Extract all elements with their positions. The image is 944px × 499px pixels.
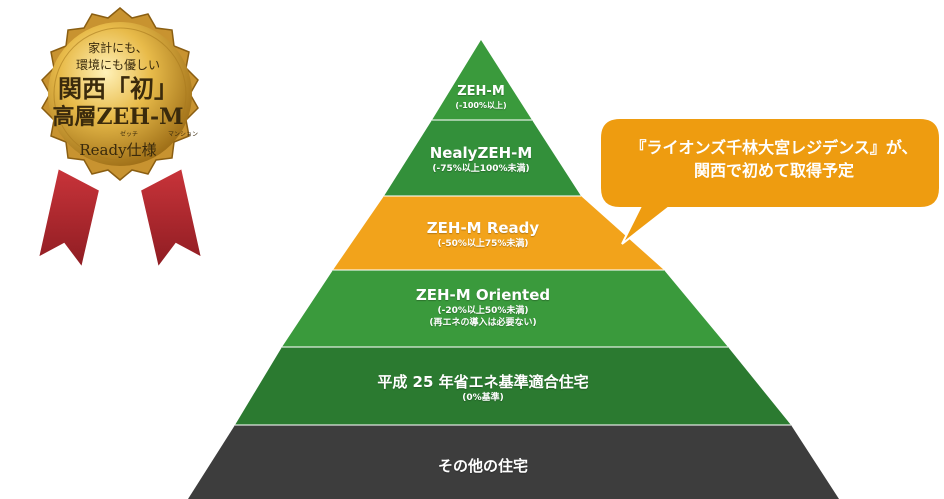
pyramid-level-h25-standard (235, 347, 791, 425)
level-sub: (-100%以上) (455, 101, 507, 110)
pyramid-level-zeh-m (432, 40, 532, 120)
level-label-zeh-m-oriented: ZEH-M Oriented (-20%以上50%未満) (再エネの導入は必要な… (363, 286, 603, 329)
callout-bubble (599, 117, 941, 245)
level-label-zeh-m: ZEH-M (-100%以上) (431, 84, 531, 111)
pyramid-level-nealy-zeh-m (384, 120, 581, 196)
level-label-nealy-zeh-m: NealyZEH-M (-75%以上100%未満) (391, 143, 571, 176)
pyramid-level-other-housing (188, 425, 839, 499)
level-sub: (-50%以上75%未満) (437, 239, 529, 249)
medal-ruby-right: マンション (168, 131, 199, 138)
level-title: ZEH-M Oriented (415, 286, 551, 304)
level-title: 平成 25 年省エネ基準適合住宅 (377, 373, 589, 391)
medal-ruby-left: ゼッチ (120, 131, 139, 138)
level-sub: (0%基準) (462, 393, 504, 403)
level-sub: (-20%以上50%未満) (437, 306, 529, 316)
pyramid-level-zeh-m-ready (333, 196, 664, 270)
medal-disc (48, 22, 192, 166)
level-sub-note: (再エネの導入は必要ない) (429, 318, 537, 328)
callout-line-1: 『ライオンズ千林大宮レジデンス』が、 (630, 138, 918, 157)
medal-line-2: 環境にも優しい (75, 58, 160, 72)
level-title: NealyZEH-M (429, 144, 533, 162)
callout-text: 『ライオンズ千林大宮レジデンス』が、 関西で初めて取得予定 (608, 137, 940, 183)
callout-line-2: 関西で初めて取得予定 (693, 161, 854, 180)
medal-ribbon-right (138, 166, 204, 271)
medal-ribbon-left (36, 166, 102, 271)
level-label-other-housing: その他の住宅 (363, 455, 603, 477)
medal-line-5: Ready仕様 (79, 141, 157, 159)
level-sub: (-75%以上100%未満) (432, 164, 530, 174)
award-medal (36, 7, 204, 271)
level-title: その他の住宅 (437, 457, 528, 475)
level-title: ZEH-M (457, 84, 505, 99)
medal-line-4: 高層ZEH-M (52, 104, 184, 130)
level-title: ZEH-M Ready (426, 219, 540, 237)
pyramid-level-zeh-m-oriented (282, 270, 728, 347)
medal-line-3: 関西「初」 (58, 74, 178, 103)
medal-line-1: 家計にも、 (88, 41, 148, 55)
medal-label: 家計にも、 環境にも優しい 関西「初」 高層ZEH-M ゼッチ マンション Re… (28, 40, 208, 160)
level-label-h25-standard: 平成 25 年省エネ基準適合住宅 (0%基準) (323, 372, 643, 405)
zeh-pyramid (188, 40, 839, 499)
level-label-zeh-m-ready: ZEH-M Ready (-50%以上75%未満) (373, 218, 593, 251)
